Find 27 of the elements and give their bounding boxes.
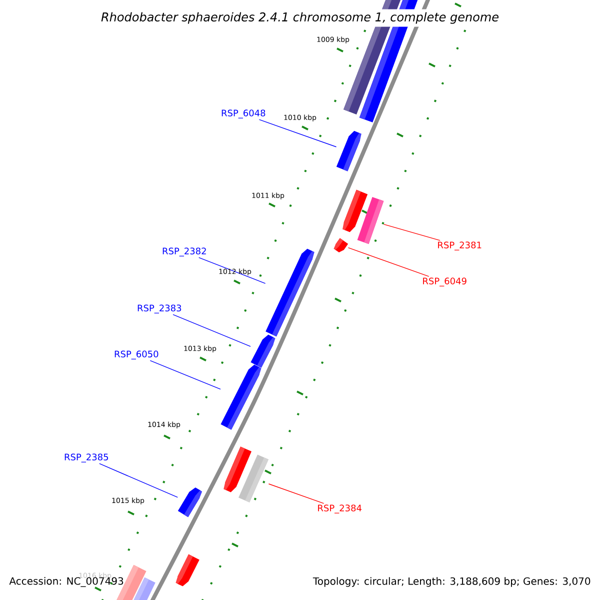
gene-label: RSP_2384 <box>318 504 362 514</box>
gene-label: RSP_2385 <box>64 454 108 462</box>
gene-label: RSP_6049 <box>423 278 466 286</box>
leader-line <box>172 314 251 347</box>
leader-line <box>258 119 337 148</box>
leader-line <box>198 257 266 284</box>
gene-feature <box>250 334 276 368</box>
summary-text: Topology: circular; Length: 3,188,609 bp; Genes: 3,070 <box>312 577 590 587</box>
accession-text: Accession: NC_007493 <box>9 577 124 587</box>
gene-label: RSP_2381 <box>438 242 482 250</box>
leader-line <box>268 484 324 504</box>
gene-feature <box>238 454 268 502</box>
gene-feature <box>336 130 362 172</box>
leader-line <box>99 463 178 498</box>
leader-line <box>348 247 430 277</box>
gene-feature <box>220 364 262 430</box>
gene-feature <box>178 488 202 518</box>
gene-feature <box>357 197 384 244</box>
gene-label: RSP_6050 <box>114 350 158 360</box>
gene-label: RSP_6048 <box>222 110 266 118</box>
gene-label: RSP_2382 <box>162 248 206 256</box>
gene-label: RSP_2383 <box>138 304 182 314</box>
leader-line <box>150 360 221 390</box>
gene-feature <box>334 238 348 252</box>
title: Rhodobacter sphaeroides 2.4.1 chromosome 1, complete genome <box>98 9 502 27</box>
gene-feature <box>266 248 314 336</box>
leader-line <box>384 224 440 241</box>
